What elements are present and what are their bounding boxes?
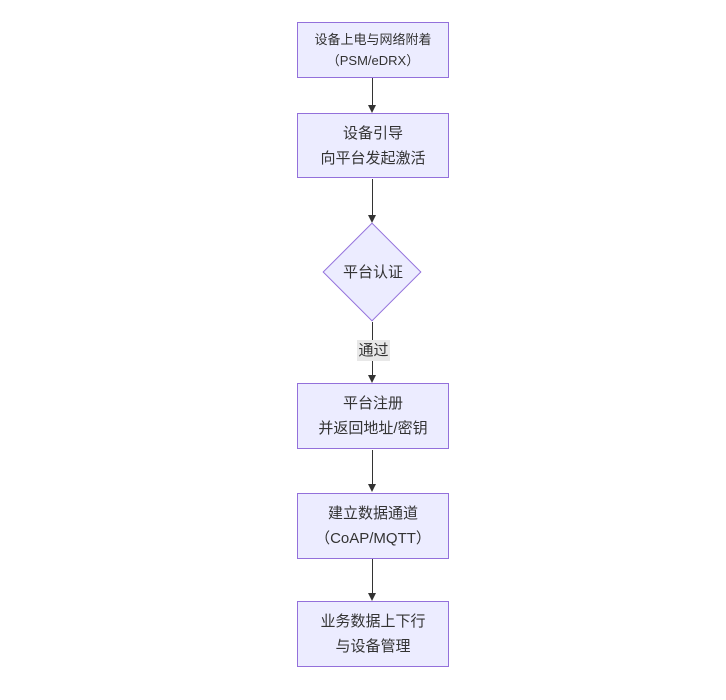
edge-attach-to-bootstrap bbox=[368, 78, 376, 113]
node-label-line: 平台认证 bbox=[342, 264, 403, 281]
node-label-line: 业务数据上下行 bbox=[320, 613, 426, 630]
arrowhead-icon bbox=[368, 484, 376, 492]
node-bootstrap-activate: 设备引导 向平台发起激活 bbox=[297, 113, 449, 178]
edge-line bbox=[372, 559, 373, 595]
node-label-line: （CoAP/MQTT） bbox=[315, 530, 431, 547]
node-label-line: 设备上电与网络附着 bbox=[314, 32, 432, 47]
edge-bootstrap-to-auth bbox=[368, 179, 376, 223]
node-data-channel: 建立数据通道 （CoAP/MQTT） bbox=[297, 493, 449, 559]
node-platform-register: 平台注册 并返回地址/密钥 bbox=[297, 383, 449, 449]
node-power-on-network-attach: 设备上电与网络附着 （PSM/eDRX） bbox=[297, 22, 449, 78]
edge-line bbox=[372, 78, 373, 107]
edge-line bbox=[372, 450, 373, 486]
node-business-data-device-mgmt: 业务数据上下行 与设备管理 bbox=[297, 601, 449, 667]
edge-channel-to-business bbox=[368, 559, 376, 601]
edge-line bbox=[372, 179, 373, 217]
node-label-line: 设备引导 bbox=[342, 124, 403, 142]
node-label-line: （PSM/eDRX） bbox=[326, 53, 420, 68]
node-label-line: 建立数据通道 bbox=[327, 505, 418, 522]
node-label-line: 向平台发起激活 bbox=[320, 149, 426, 167]
node-label-line: 与设备管理 bbox=[335, 638, 411, 655]
edge-label-pass: 通过 bbox=[357, 340, 390, 361]
node-label-line: 平台注册 bbox=[342, 395, 403, 412]
arrowhead-icon bbox=[368, 593, 376, 601]
node-label-line: 并返回地址/密钥 bbox=[318, 420, 428, 437]
arrowhead-icon bbox=[368, 215, 376, 223]
edge-register-to-channel bbox=[368, 450, 376, 492]
arrowhead-icon bbox=[368, 375, 376, 383]
arrowhead-icon bbox=[368, 105, 376, 113]
